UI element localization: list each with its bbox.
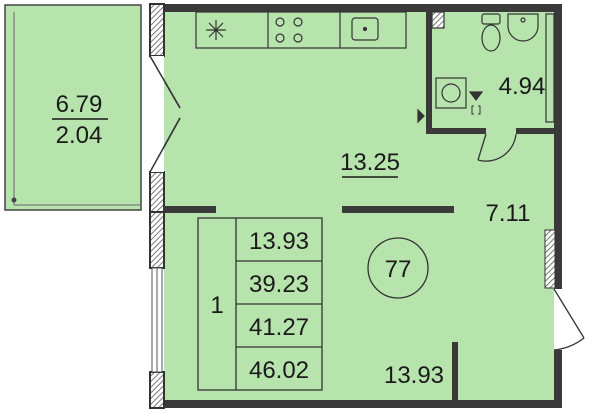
washbasin-icon [507,13,539,42]
table-value-3: 41.27 [249,314,309,341]
washing-machine-icon [435,77,467,109]
partitions [164,12,556,400]
area-labels: 6.79 2.04 13.25 4.94 7.11 13.93 77 1 13.… [52,73,545,389]
table-value-1: 13.93 [249,228,309,255]
table-value-2: 39.23 [249,271,309,298]
stove-icon [275,17,303,43]
table-value-4: 46.02 [249,357,309,384]
hallway-area: 7.11 [486,200,531,227]
toilet-icon [481,13,501,52]
balcony-door [149,55,181,173]
balcony-area: 6.79 [56,91,103,118]
hood-icon [206,20,226,40]
balcony-reduced-area: 2.04 [56,122,103,149]
window [151,267,163,373]
bathroom-door [477,133,517,162]
sink-icon [351,17,379,41]
entrance-door [553,288,585,351]
kitchen-worktop [195,11,407,49]
room-count: 1 [210,292,223,319]
bathtub [545,13,555,123]
outer-walls [149,3,562,409]
kitchen-zone-area: 13.93 [384,362,444,389]
main-room-area: 13.25 [340,149,400,176]
apartment-number: 77 [385,256,412,283]
balcony [4,4,142,211]
ventilation-shaft [431,11,445,29]
bathroom-fixtures [417,11,555,124]
summary-table [197,217,323,391]
bathroom-area: 4.94 [499,73,546,100]
apartment-number-badge [367,237,429,299]
